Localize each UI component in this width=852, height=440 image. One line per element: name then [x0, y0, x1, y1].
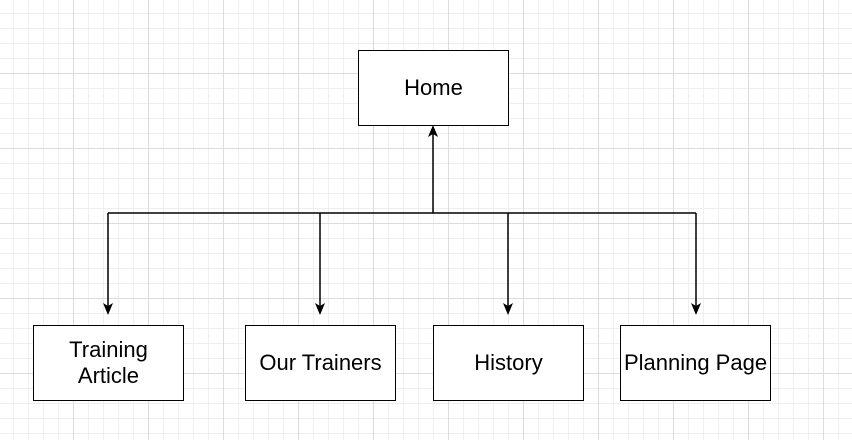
arrowhead-history [503, 303, 513, 315]
node-training-article-label: Training Article [69, 336, 148, 388]
node-home-label: Home [404, 74, 463, 100]
node-history-label: History [474, 349, 543, 375]
node-our-trainers-label: Our Trainers [259, 349, 382, 375]
arrowhead-planning-page [691, 303, 701, 315]
arrowhead-training-article [103, 303, 113, 315]
node-training-article[interactable]: Training Article [33, 325, 184, 401]
arrowhead-our-trainers [315, 303, 325, 315]
node-planning-page[interactable]: Planning Page [620, 325, 771, 401]
node-history[interactable]: History [433, 325, 584, 401]
node-our-trainers[interactable]: Our Trainers [245, 325, 396, 401]
node-home[interactable]: Home [358, 50, 509, 126]
node-planning-page-label: Planning Page [623, 349, 768, 375]
arrowhead-home [428, 125, 438, 137]
